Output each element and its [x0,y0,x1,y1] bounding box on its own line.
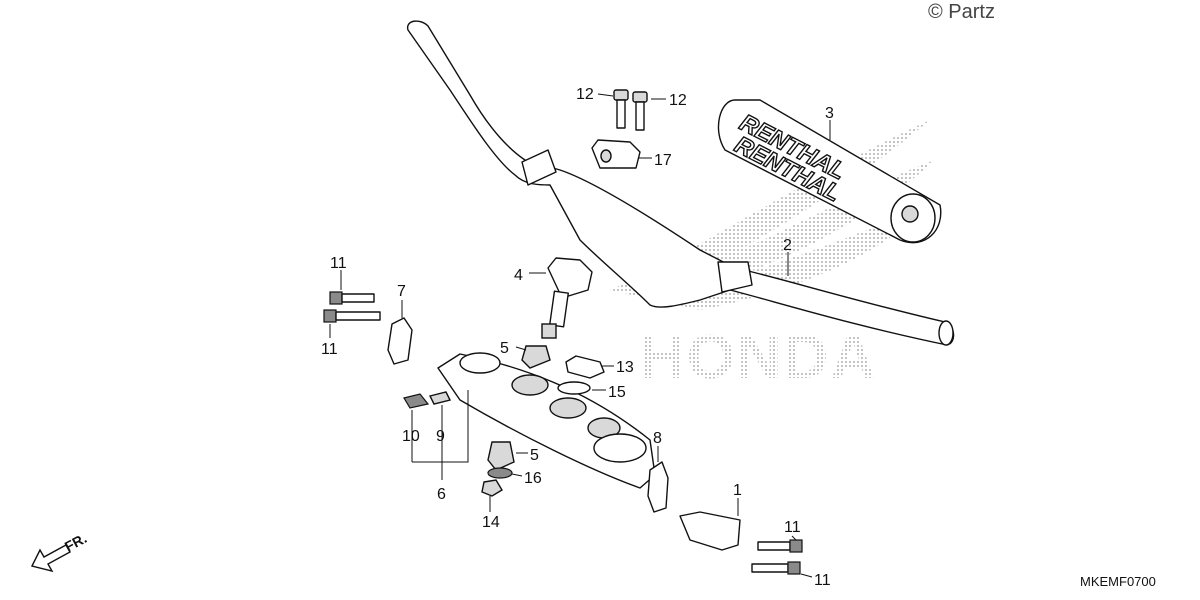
upper-holder-bolt-left[interactable] [613,89,629,129]
upper-handlebar-holder[interactable] [591,139,641,169]
callout-11-lower-right: 11 [814,572,831,589]
callout-14: 14 [482,514,500,531]
callout-11-lower-left: 11 [321,341,338,358]
callout-7: 7 [397,283,406,300]
callout-12-right: 12 [669,92,687,109]
holder-rubber-lower[interactable] [487,441,515,471]
handlebar[interactable] [406,20,955,346]
callout-5-lower: 5 [530,447,539,464]
honda-watermark-text: HONDA [640,323,877,392]
callout-11-upper-left: 11 [330,255,347,272]
callouts: 12 12 17 3 2 4 5 13 15 5 16 14 7 8 1 11 … [321,86,834,589]
bolt-11-lower-left[interactable] [323,309,381,323]
callout-13: 13 [616,359,634,376]
handlebar-pad[interactable]: RENTHAL RENTHAL [717,99,942,244]
bolt-11-lower-right[interactable] [751,561,801,575]
holder-rubber-upper[interactable] [521,345,551,369]
bracket-8[interactable] [647,461,669,513]
bolt-11-upper-left[interactable] [329,291,375,305]
washer-15[interactable] [557,381,591,395]
bracket-7[interactable] [387,317,413,365]
callout-15: 15 [608,384,626,401]
callout-4: 4 [514,267,523,284]
stopper-9[interactable] [428,391,452,405]
callout-9: 9 [436,428,445,445]
front-direction-arrow: FR. [30,530,89,573]
stopper-10[interactable] [403,393,430,409]
callout-11-upper-right: 11 [784,519,801,536]
washer-16[interactable] [487,467,513,479]
steering-top-bridge[interactable] [437,352,656,489]
callout-3: 3 [825,105,834,122]
callout-10: 10 [402,428,420,445]
callout-8: 8 [653,430,662,447]
copyright-watermark: © Partz [928,1,995,23]
leader-lines [329,93,831,578]
collar-13[interactable] [565,355,605,379]
callout-16: 16 [524,470,542,487]
nut-14[interactable] [481,479,503,497]
callout-2: 2 [783,237,792,254]
callout-5-upper: 5 [500,340,509,357]
upper-holder-bolt-right[interactable] [632,91,648,131]
diagram-code: MKEMF0700 [1080,574,1156,589]
clamp-1[interactable] [679,511,741,551]
callout-6: 6 [437,486,446,503]
callout-17: 17 [654,152,672,169]
bolt-11-upper-right[interactable] [757,539,803,553]
callout-12-left: 12 [576,86,594,103]
lower-handlebar-holder[interactable] [541,257,593,339]
callout-1: 1 [733,482,742,499]
